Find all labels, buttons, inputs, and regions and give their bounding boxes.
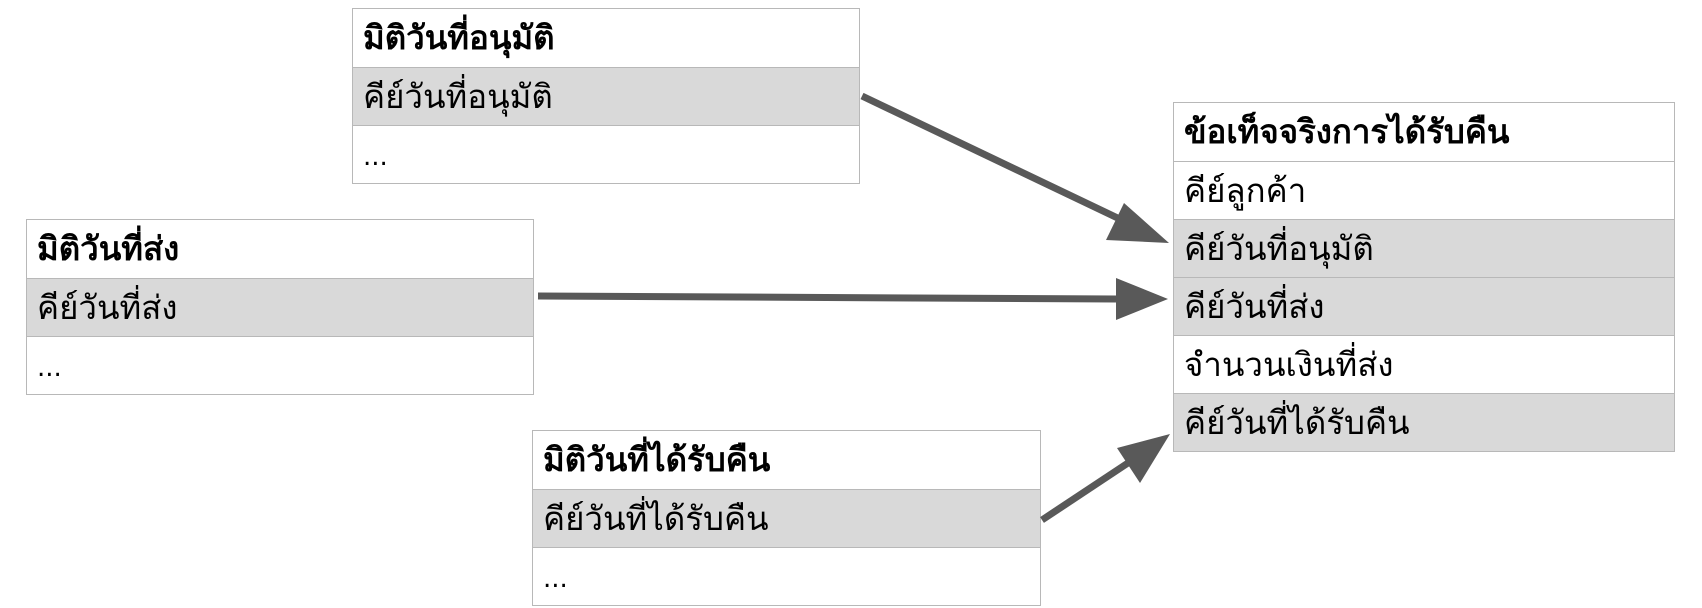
approval-date-dimension-table: มิติวันที่อนุมัติ คีย์วันที่อนุมัติ ... — [352, 8, 860, 184]
ship-date-dimension-title: มิติวันที่ส่ง — [27, 220, 533, 278]
refund-date-dimension-table: มิติวันที่ได้รับคืน คีย์วันที่ได้รับคืน … — [532, 430, 1041, 606]
fact-row-ship-amount: จำนวนเงินที่ส่ง — [1174, 335, 1674, 393]
approval-to-fact-arrowhead — [1106, 203, 1169, 243]
refund-fact-table: ข้อเท็จจริงการได้รับคืน คีย์ลูกค้า คีย์ว… — [1173, 102, 1675, 452]
fact-row-customer-key: คีย์ลูกค้า — [1174, 161, 1674, 219]
refund-date-dimension-title: มิติวันที่ได้รับคืน — [533, 431, 1040, 489]
approval-date-key-row: คีย์วันที่อนุมัติ — [353, 67, 859, 125]
refund-date-more-row: ... — [533, 547, 1040, 605]
approval-date-more-row: ... — [353, 125, 859, 183]
approval-to-fact-arrow-line — [860, 92, 1128, 226]
ship-to-fact-arrow-line — [537, 292, 1117, 303]
refund-to-fact-arrowhead — [1117, 434, 1170, 483]
approval-date-dimension-title: มิติวันที่อนุมัติ — [353, 9, 859, 67]
refund-date-key-row: คีย์วันที่ได้รับคืน — [533, 489, 1040, 547]
refund-fact-title: ข้อเท็จจริงการได้รับคืน — [1174, 103, 1674, 161]
ship-date-more-row: ... — [27, 336, 533, 394]
fact-row-approval-date-key: คีย์วันที่อนุมัติ — [1174, 219, 1674, 277]
fact-row-ship-date-key: คีย์วันที่ส่ง — [1174, 277, 1674, 335]
ship-date-key-row: คีย์วันที่ส่ง — [27, 278, 533, 336]
ship-to-fact-arrowhead — [1116, 278, 1168, 320]
refund-to-fact-arrow-line — [1040, 456, 1136, 523]
ship-date-dimension-table: มิติวันที่ส่ง คีย์วันที่ส่ง ... — [26, 219, 534, 395]
fact-row-refund-date-key: คีย์วันที่ได้รับคืน — [1174, 393, 1674, 451]
